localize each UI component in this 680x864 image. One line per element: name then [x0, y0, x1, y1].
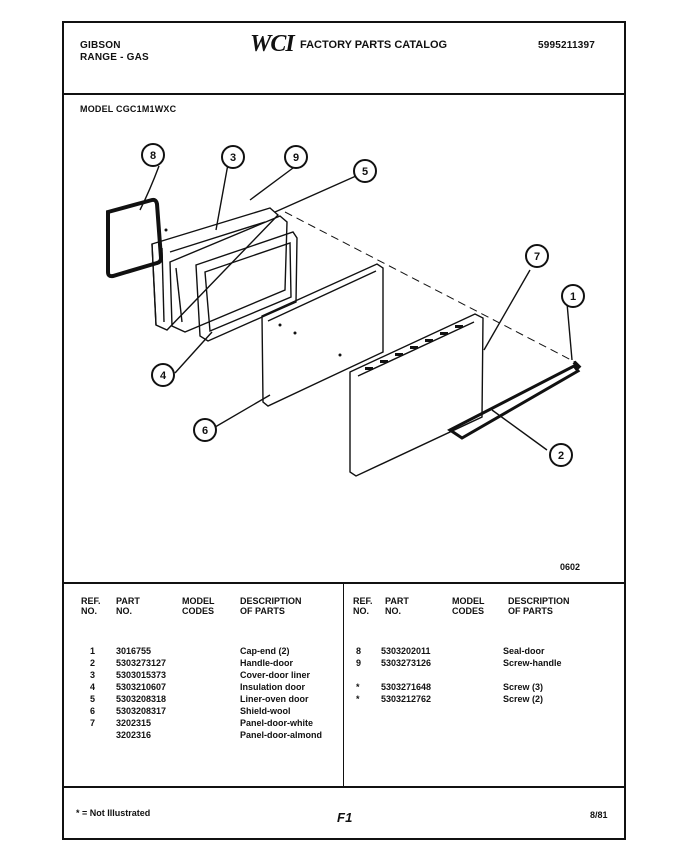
table-bottom-rule	[62, 786, 626, 788]
header-ref: REF.NO.	[81, 596, 101, 616]
callout-1: 1	[570, 291, 576, 303]
page-number: F1	[337, 810, 353, 825]
callout-5-circle	[353, 159, 377, 183]
callout-6: 6	[202, 425, 208, 437]
callout-4: 4	[160, 370, 167, 382]
callout-7: 7	[534, 251, 540, 263]
header-ref-right: REF.NO.	[353, 596, 373, 616]
callout-2-circle	[549, 443, 573, 467]
callout-4-circle	[151, 363, 175, 387]
callout-5: 5	[362, 166, 368, 178]
product-type: RANGE - GAS	[80, 52, 149, 63]
table-top-rule	[62, 582, 626, 584]
catalog-title: FACTORY PARTS CATALOG	[300, 39, 448, 51]
page-frame	[62, 21, 626, 840]
catalog-number: 5995211397	[538, 40, 596, 51]
brand-name: GIBSON	[80, 40, 121, 51]
callout-8: 8	[150, 150, 156, 162]
callout-8-circle	[141, 143, 165, 167]
wci-logo: WCI	[250, 31, 295, 57]
callout-3-circle	[221, 145, 245, 169]
callout-6-circle	[193, 418, 217, 442]
model-line: MODEL CGC1M1WXC	[80, 104, 177, 114]
issue-date: 8/81	[590, 810, 608, 820]
callout-3: 3	[230, 152, 236, 164]
callout-7-circle	[525, 244, 549, 268]
header-divider	[62, 93, 626, 95]
diagram-code: 0602	[560, 562, 581, 572]
callout-9: 9	[293, 152, 299, 164]
callout-1-circle	[561, 284, 585, 308]
footnote-not-illustrated: * = Not Illustrated	[76, 808, 151, 818]
callout-9-circle	[284, 145, 308, 169]
table-center-divider	[343, 584, 344, 787]
callout-2: 2	[558, 450, 564, 462]
